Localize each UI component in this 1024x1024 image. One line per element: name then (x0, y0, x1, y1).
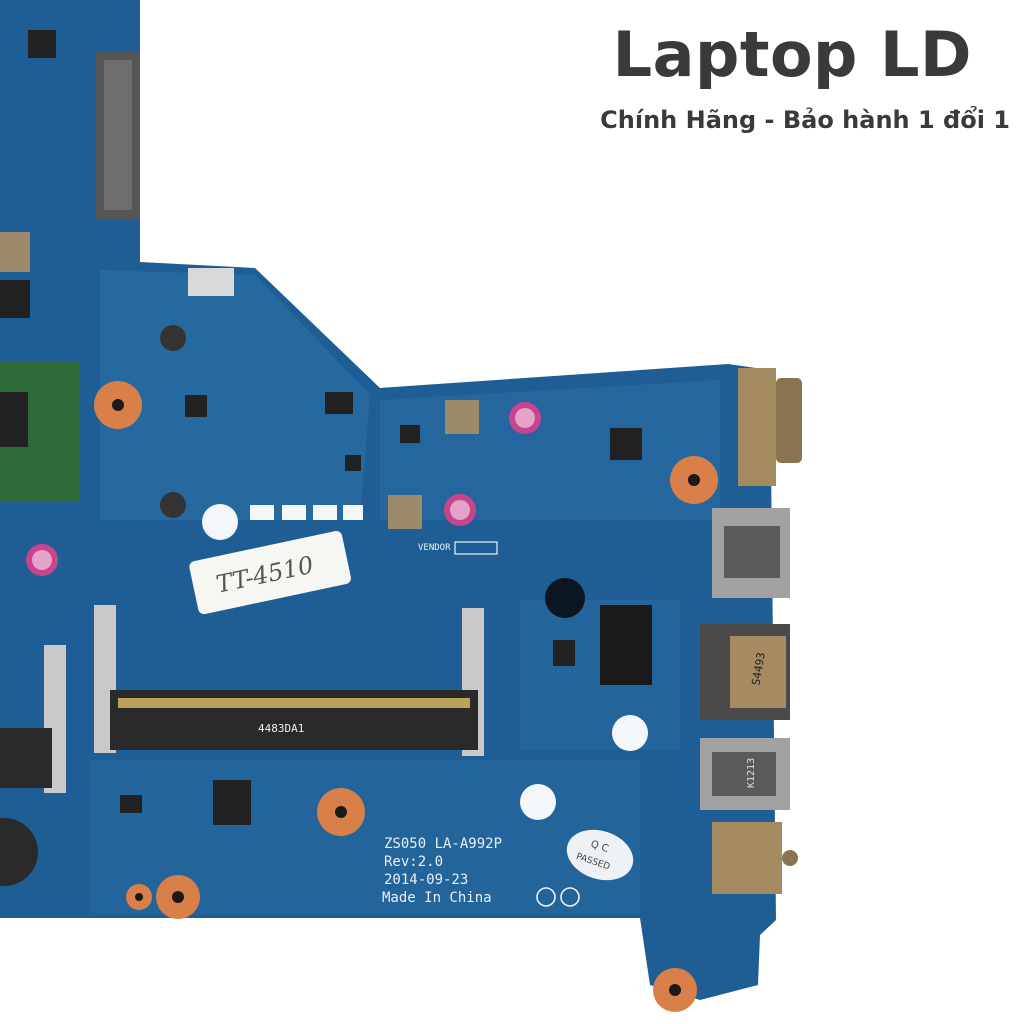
capacitor (509, 402, 541, 434)
chip (185, 395, 207, 417)
mounting-hole (317, 788, 365, 836)
ethernet-port: S4493 (700, 624, 790, 720)
inductor (445, 400, 479, 434)
usb-port (712, 508, 790, 598)
inductor (388, 495, 422, 529)
white-dot (202, 504, 238, 540)
white-dot (520, 784, 556, 820)
chip (28, 30, 56, 58)
mounting-hole (94, 381, 142, 429)
jack-code: S4493 (749, 651, 768, 686)
chip (120, 795, 142, 813)
m2-slot-inner (104, 60, 132, 210)
pcb-trace-region (380, 380, 720, 520)
compliance-marks (536, 887, 580, 907)
capacitor (26, 544, 58, 576)
usb-code: K1213 (746, 758, 757, 788)
chip (345, 455, 361, 471)
cpu-die (0, 392, 28, 447)
cmos-battery (0, 818, 38, 886)
lan-transformer (600, 605, 652, 685)
chip (213, 780, 251, 825)
vendor-label: VENDOR (418, 543, 451, 553)
screw-post (160, 492, 186, 518)
chip (610, 428, 642, 460)
board-hole (545, 578, 585, 618)
mounting-hole (126, 884, 152, 910)
white-dot (612, 715, 648, 751)
audio-jack (712, 822, 798, 894)
chip (553, 640, 575, 666)
inductor (0, 232, 30, 272)
board-model: ZS050 LA-A992P (384, 836, 502, 852)
mounting-hole (653, 968, 697, 1012)
handwritten-sticker: TT-4510 (189, 531, 351, 615)
vendor-box (454, 541, 498, 555)
brand-title: Laptop LD (612, 18, 972, 91)
board-revision: Rev:2.0 (384, 854, 443, 870)
dimm-slot (0, 728, 52, 788)
board-date: 2014-09-23 (384, 872, 468, 888)
vga-port (738, 368, 802, 486)
label-pads (250, 505, 363, 520)
qc-top: Q C (589, 839, 610, 855)
board-origin: Made In China (382, 890, 492, 906)
screw-post (160, 325, 186, 351)
usb-port: K1213 (700, 738, 790, 810)
fpc-connector (188, 268, 234, 296)
mounting-hole (670, 456, 718, 504)
dimm-code: 4483DA1 (258, 722, 304, 735)
dimm-contacts (118, 698, 470, 708)
chip (325, 392, 353, 414)
capacitor (444, 494, 476, 526)
chip (0, 280, 30, 318)
brand-tagline: Chính Hãng - Bảo hành 1 đổi 1 (600, 106, 1010, 134)
qc-stamp: Q C PASSED (566, 829, 634, 881)
chip (400, 425, 420, 443)
mounting-hole (156, 875, 200, 919)
